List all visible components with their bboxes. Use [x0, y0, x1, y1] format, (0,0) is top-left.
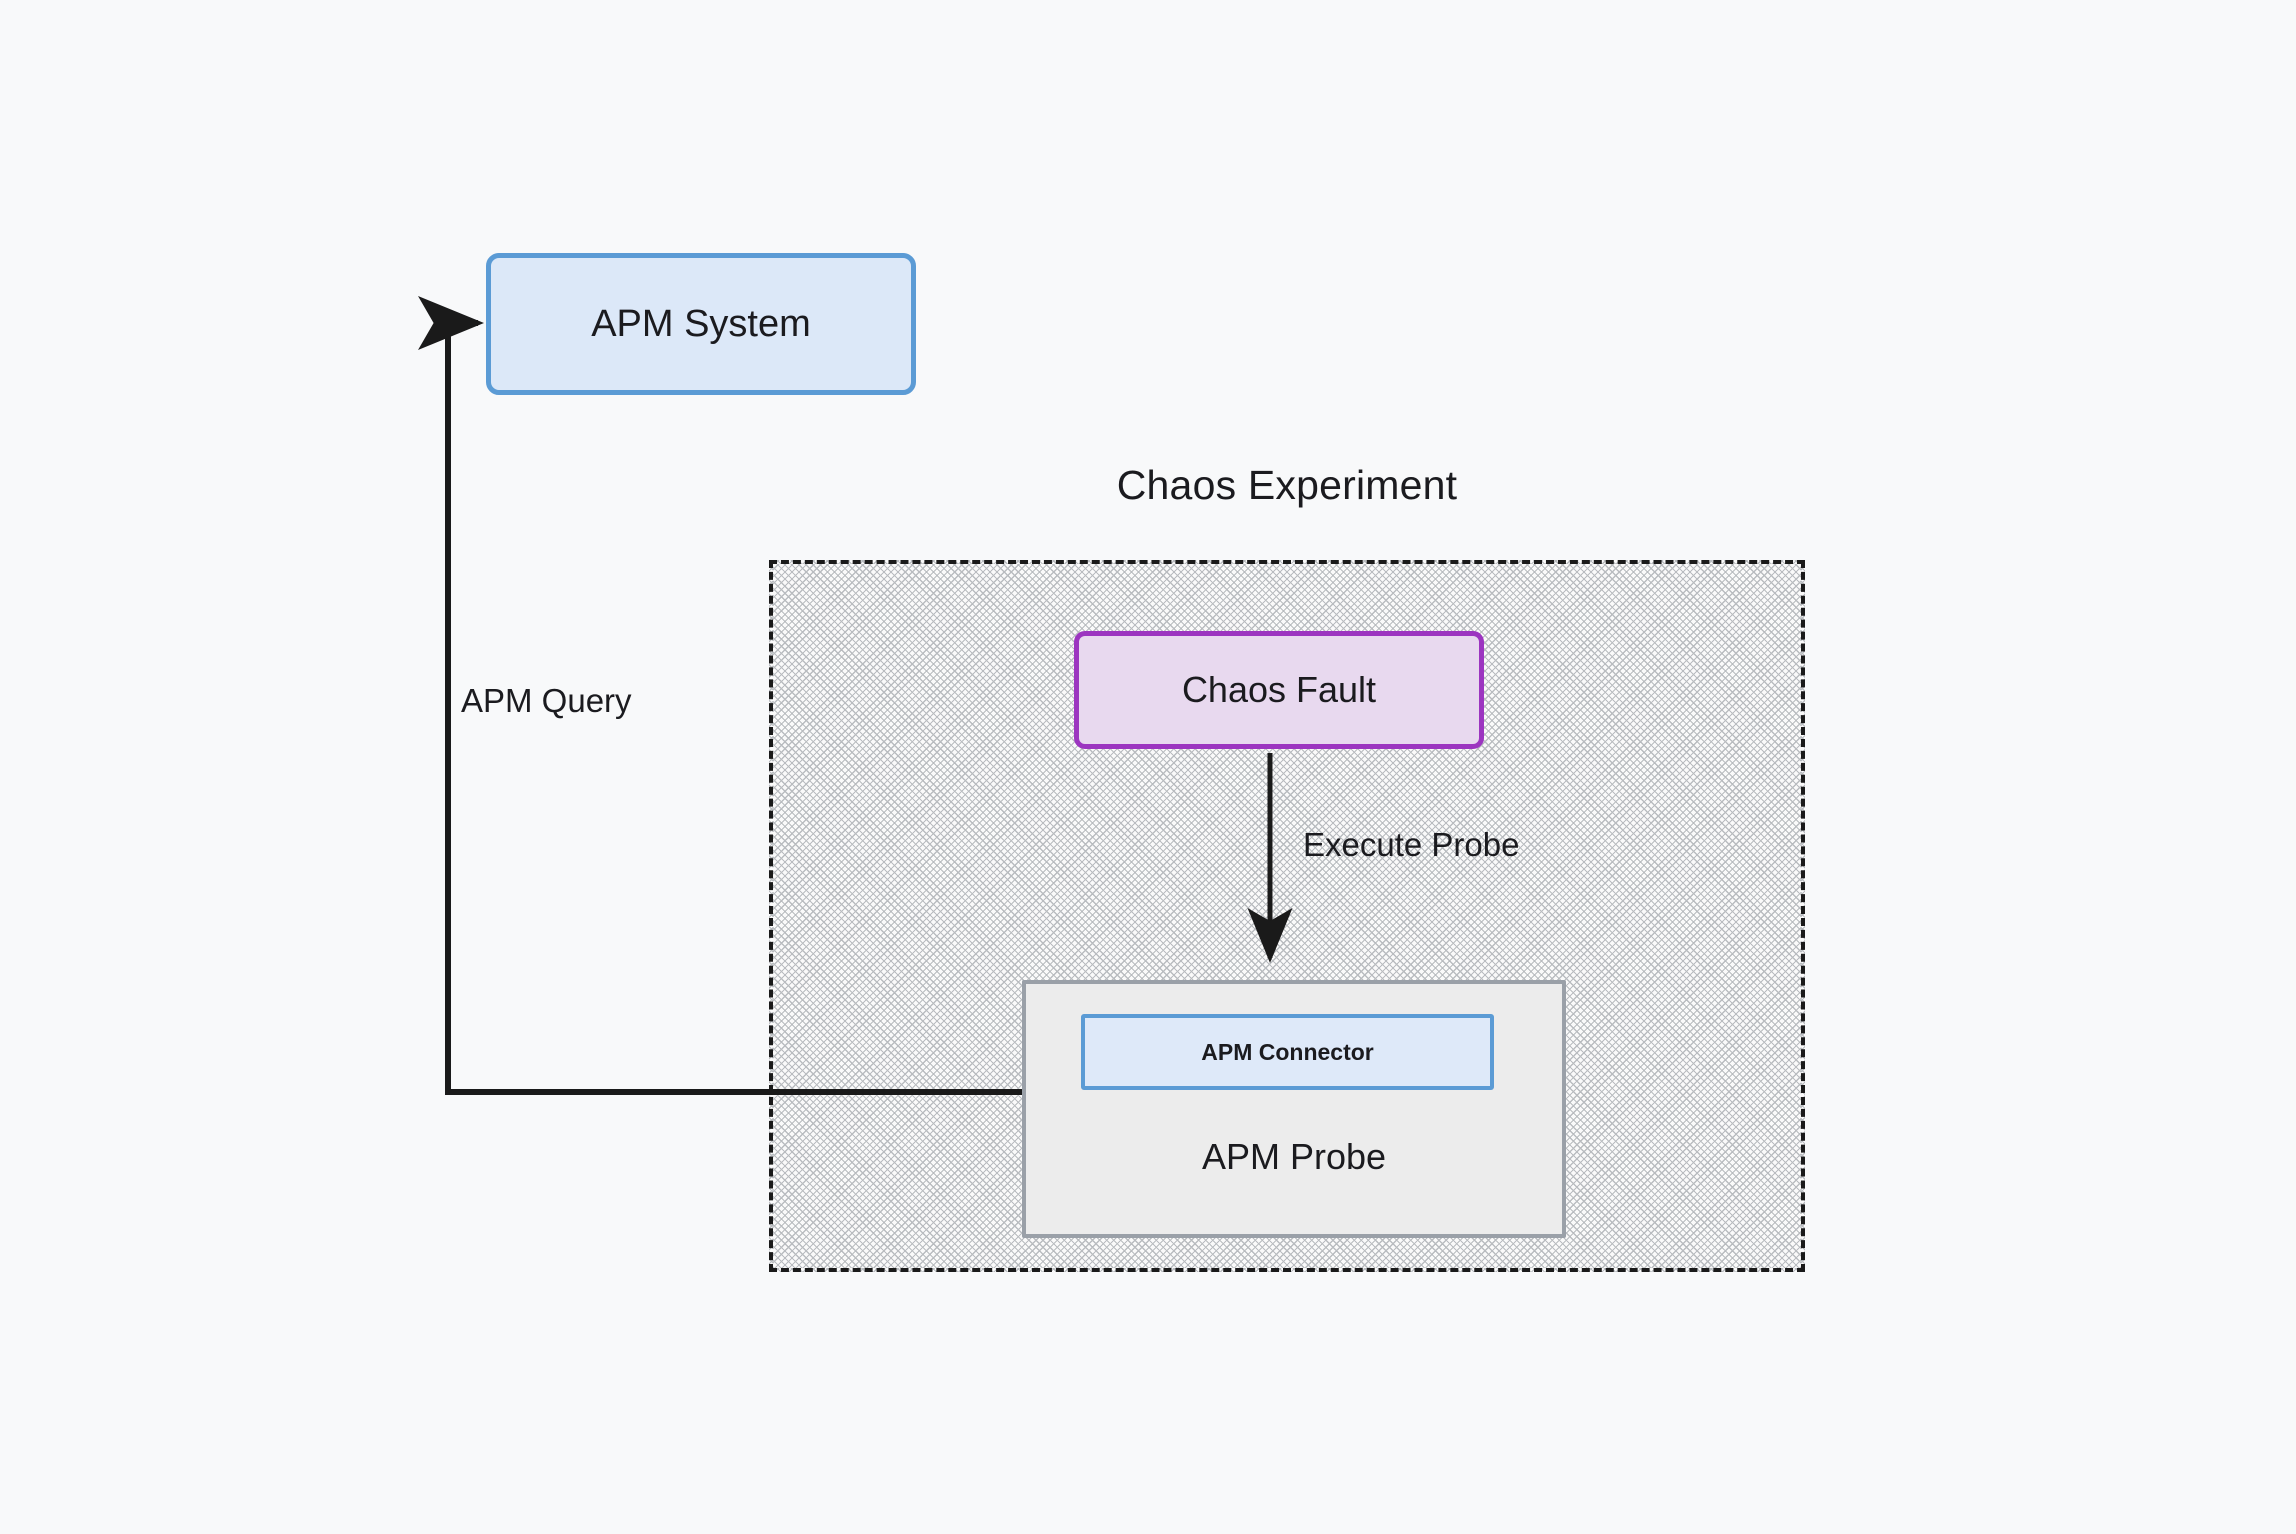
node-apm-system[interactable]: APM System	[486, 253, 916, 395]
chaos-experiment-title: Chaos Experiment	[1116, 462, 1458, 508]
node-apm-connector[interactable]: APM Connector	[1081, 1014, 1494, 1090]
edge-label-apm-query: APM Query	[461, 682, 632, 719]
node-chaos-fault-label: Chaos Fault	[1181, 669, 1377, 710]
node-apm-system-label: APM System	[591, 302, 811, 345]
node-chaos-fault[interactable]: Chaos Fault	[1074, 631, 1484, 749]
node-apm-probe[interactable]: APM Connector APM Probe	[1022, 980, 1566, 1238]
edge-label-execute-probe: Execute Probe	[1303, 826, 1520, 863]
node-apm-probe-label: APM Probe	[1201, 1136, 1387, 1177]
node-apm-connector-label: APM Connector	[1201, 1038, 1374, 1065]
